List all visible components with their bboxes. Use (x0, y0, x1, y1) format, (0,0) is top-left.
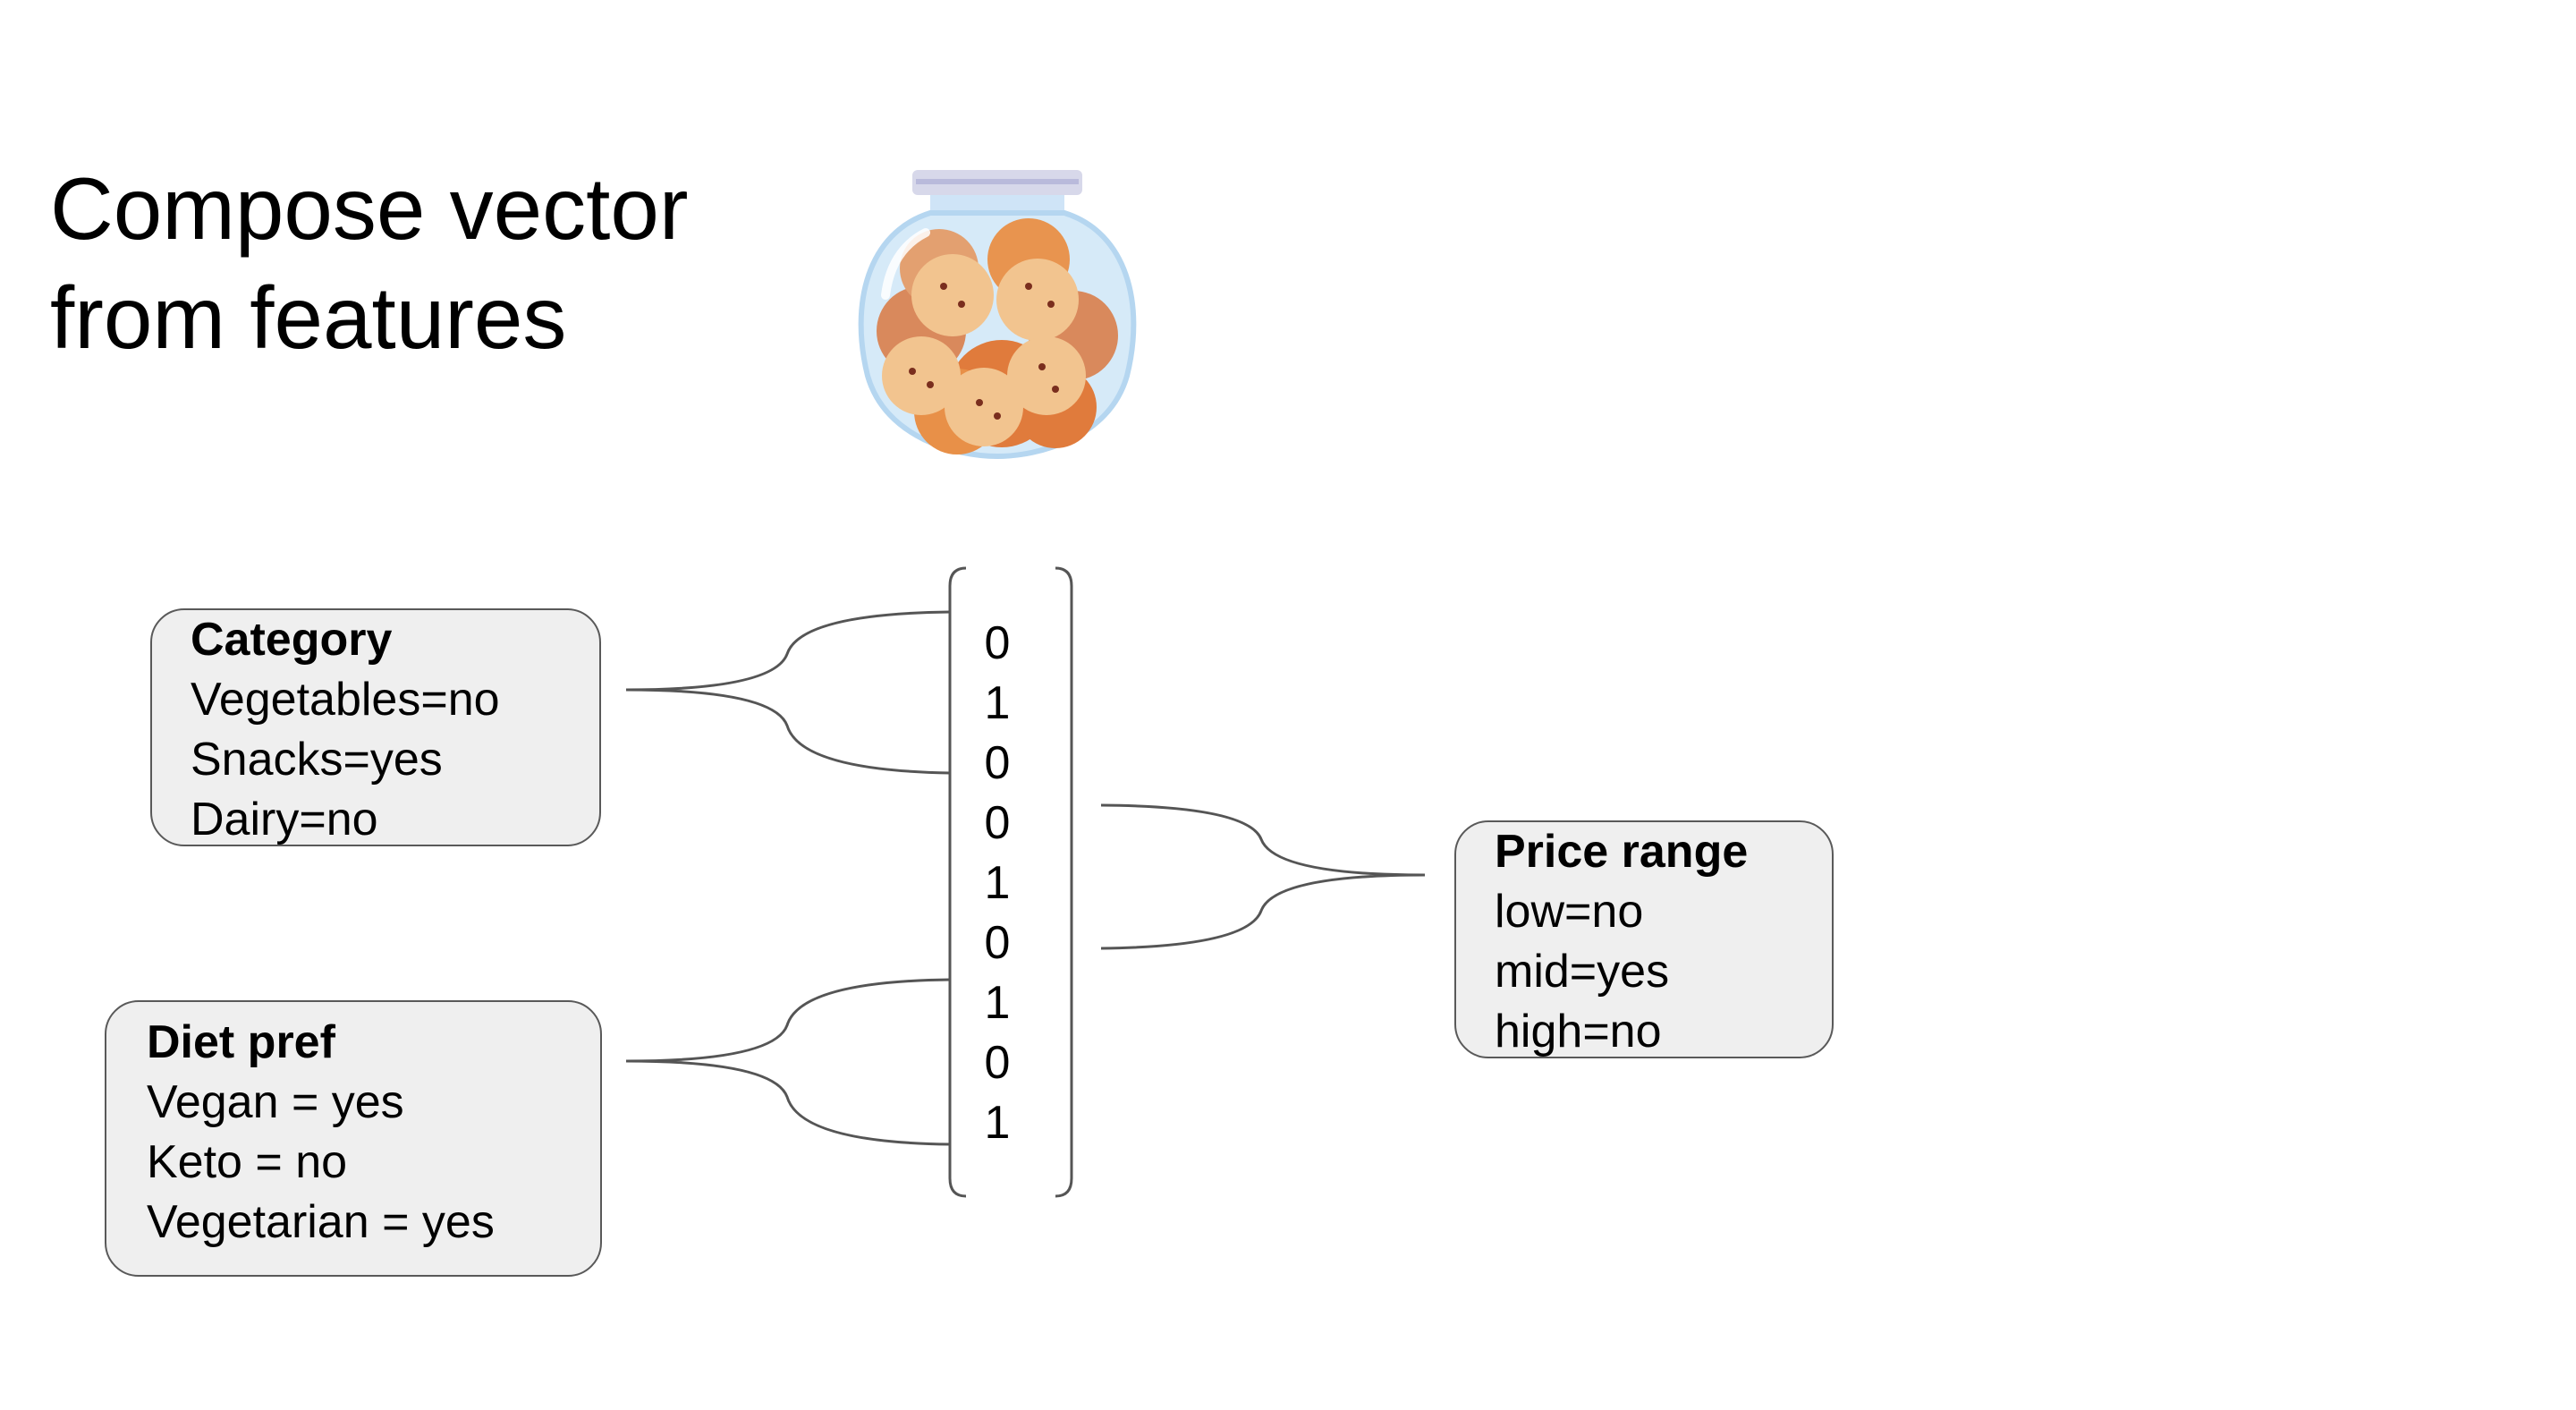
diet-pref-line: Keto = no (147, 1136, 348, 1188)
vector-bracket-right (1055, 566, 1073, 1198)
slide-title: Compose vector from features (50, 154, 689, 372)
price-range-box: Price range low=no mid=yes high=no (1454, 820, 1834, 1058)
vector-value: 1 (984, 1097, 1011, 1149)
vector-value: 0 (984, 737, 1011, 789)
price-connector (1100, 803, 1426, 950)
price-range-line: low=no (1495, 886, 1644, 938)
vector-value: 1 (984, 677, 1011, 729)
vector-value: 1 (984, 977, 1011, 1029)
vector-value: 1 (984, 857, 1011, 909)
slide-title-line-1: Compose vector (50, 159, 689, 258)
category-line: Vegetables=no (191, 674, 500, 726)
slide-title-line-2: from features (50, 268, 567, 367)
vector-value: 0 (984, 617, 1011, 669)
vector-value: 0 (984, 1037, 1011, 1089)
feature-vector: 0 1 0 0 1 0 1 0 1 (966, 614, 1029, 1153)
category-line: Dairy=no (191, 794, 378, 845)
price-range-line: high=no (1495, 1006, 1662, 1058)
cookie-jar-icon (858, 170, 1137, 460)
category-box: Category Vegetables=no Snacks=yes Dairy=… (150, 608, 601, 846)
category-heading: Category (191, 614, 393, 666)
diet-connector (625, 978, 951, 1146)
vector-value: 0 (984, 917, 1011, 969)
vector-value: 0 (984, 797, 1011, 849)
diet-pref-box: Diet pref Vegan = yes Keto = no Vegetari… (105, 1000, 602, 1277)
price-range-heading: Price range (1495, 826, 1749, 878)
category-connector (625, 610, 951, 775)
diet-pref-heading: Diet pref (147, 1016, 335, 1068)
category-line: Snacks=yes (191, 734, 443, 786)
vector-bracket (948, 566, 967, 1198)
diet-pref-line: Vegan = yes (147, 1076, 404, 1128)
price-range-line: mid=yes (1495, 946, 1670, 998)
diet-pref-line: Vegetarian = yes (147, 1196, 495, 1248)
